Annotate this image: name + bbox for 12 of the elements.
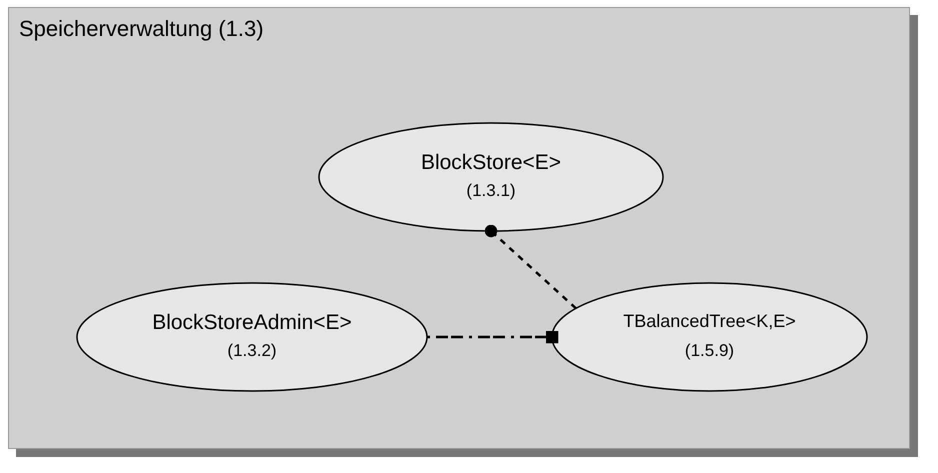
class-name: TBalancedTree<K,E> — [622, 311, 797, 332]
section-number: (1.5.9) — [684, 341, 736, 361]
section-number: (1.3.2) — [226, 341, 278, 361]
class-ellipse — [76, 282, 428, 392]
class-name: BlockStore<E> — [420, 151, 562, 175]
association-line — [484, 224, 577, 310]
section-number: (1.3.1) — [465, 181, 517, 201]
class-name: BlockStoreAdmin<E> — [151, 311, 353, 335]
panel-title: Speicherverwaltung (1.3) — [19, 16, 264, 42]
class-ellipse — [318, 122, 664, 232]
association-line — [427, 330, 558, 344]
class-ellipse — [551, 282, 868, 392]
